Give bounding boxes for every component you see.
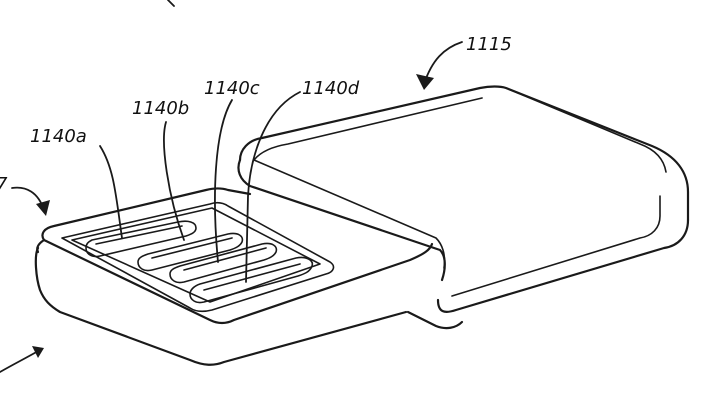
leader-1140d [245, 91, 301, 283]
leader-1140a [99, 145, 123, 239]
arrow-top-cut [167, 0, 175, 7]
arrow-bottom-left [0, 346, 44, 373]
arrow-1115 [416, 41, 463, 90]
contact-stripes [85, 220, 314, 304]
label-1140b: 1140b [132, 98, 189, 119]
plug-tongue [34, 187, 434, 366]
contact-1140d [189, 256, 314, 304]
leader-1140b [163, 121, 185, 241]
leader-1140c [214, 99, 233, 263]
contact-1140a [85, 220, 197, 258]
leader-lines [99, 91, 301, 283]
label-1115: 1115 [466, 34, 512, 55]
contact-1140b [137, 232, 244, 272]
label-1140c: 1140c [204, 78, 260, 99]
contact-1140c [169, 242, 278, 284]
arrow-left-partial [11, 186, 50, 216]
label-1140a: 1140a [30, 126, 87, 147]
label-partial-left: 7 [0, 174, 8, 195]
label-1140d: 1140d [302, 78, 360, 99]
connector-housing [237, 85, 690, 330]
